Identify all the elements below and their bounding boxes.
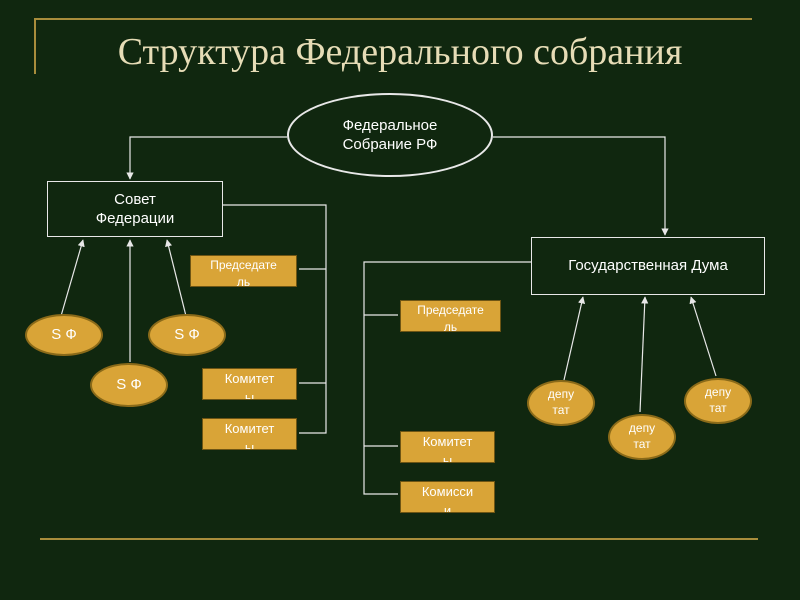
- duma-chair-node: Председате ль: [400, 300, 501, 332]
- connector-deputy-3: [689, 296, 717, 377]
- connector-deputy-2: [639, 296, 649, 413]
- page-title: Структура Федерального собрания: [117, 31, 683, 73]
- federal-assembly-node: Федеральное Собрание РФ: [287, 93, 493, 177]
- council-member-node-2: S Ф: [148, 314, 226, 356]
- duma-committees-node: Комитет ы: [400, 431, 495, 463]
- connector-member-3: [165, 239, 187, 317]
- deputy-node-3: депу тат: [684, 378, 752, 424]
- connector-duma-bracket: [363, 261, 531, 495]
- title-rule-top: [34, 18, 752, 20]
- connector-member-1: [60, 239, 85, 317]
- connector-deputy-1: [563, 296, 586, 381]
- connector-root-to-duma: [493, 136, 669, 236]
- deputy-node-1: депу тат: [527, 380, 595, 426]
- council-committees-node-1: Комитет ы: [202, 368, 297, 400]
- council-chair-node: Председате ль: [190, 255, 297, 287]
- connector-root-to-council: [126, 136, 287, 180]
- council-committees-node-2: Комитет ы: [202, 418, 297, 450]
- state-duma-node: Государственная Дума: [531, 237, 765, 295]
- federation-council-node: Совет Федерации: [47, 181, 223, 237]
- council-member-node-3: S Ф: [90, 363, 168, 407]
- footer-rule: [40, 538, 758, 540]
- deputy-node-2: депу тат: [608, 414, 676, 460]
- connector-council-bracket: [223, 204, 327, 434]
- council-member-node-1: S Ф: [25, 314, 103, 356]
- duma-commissions-node: Комисси и: [400, 481, 495, 513]
- title-rule-vertical: [34, 18, 36, 74]
